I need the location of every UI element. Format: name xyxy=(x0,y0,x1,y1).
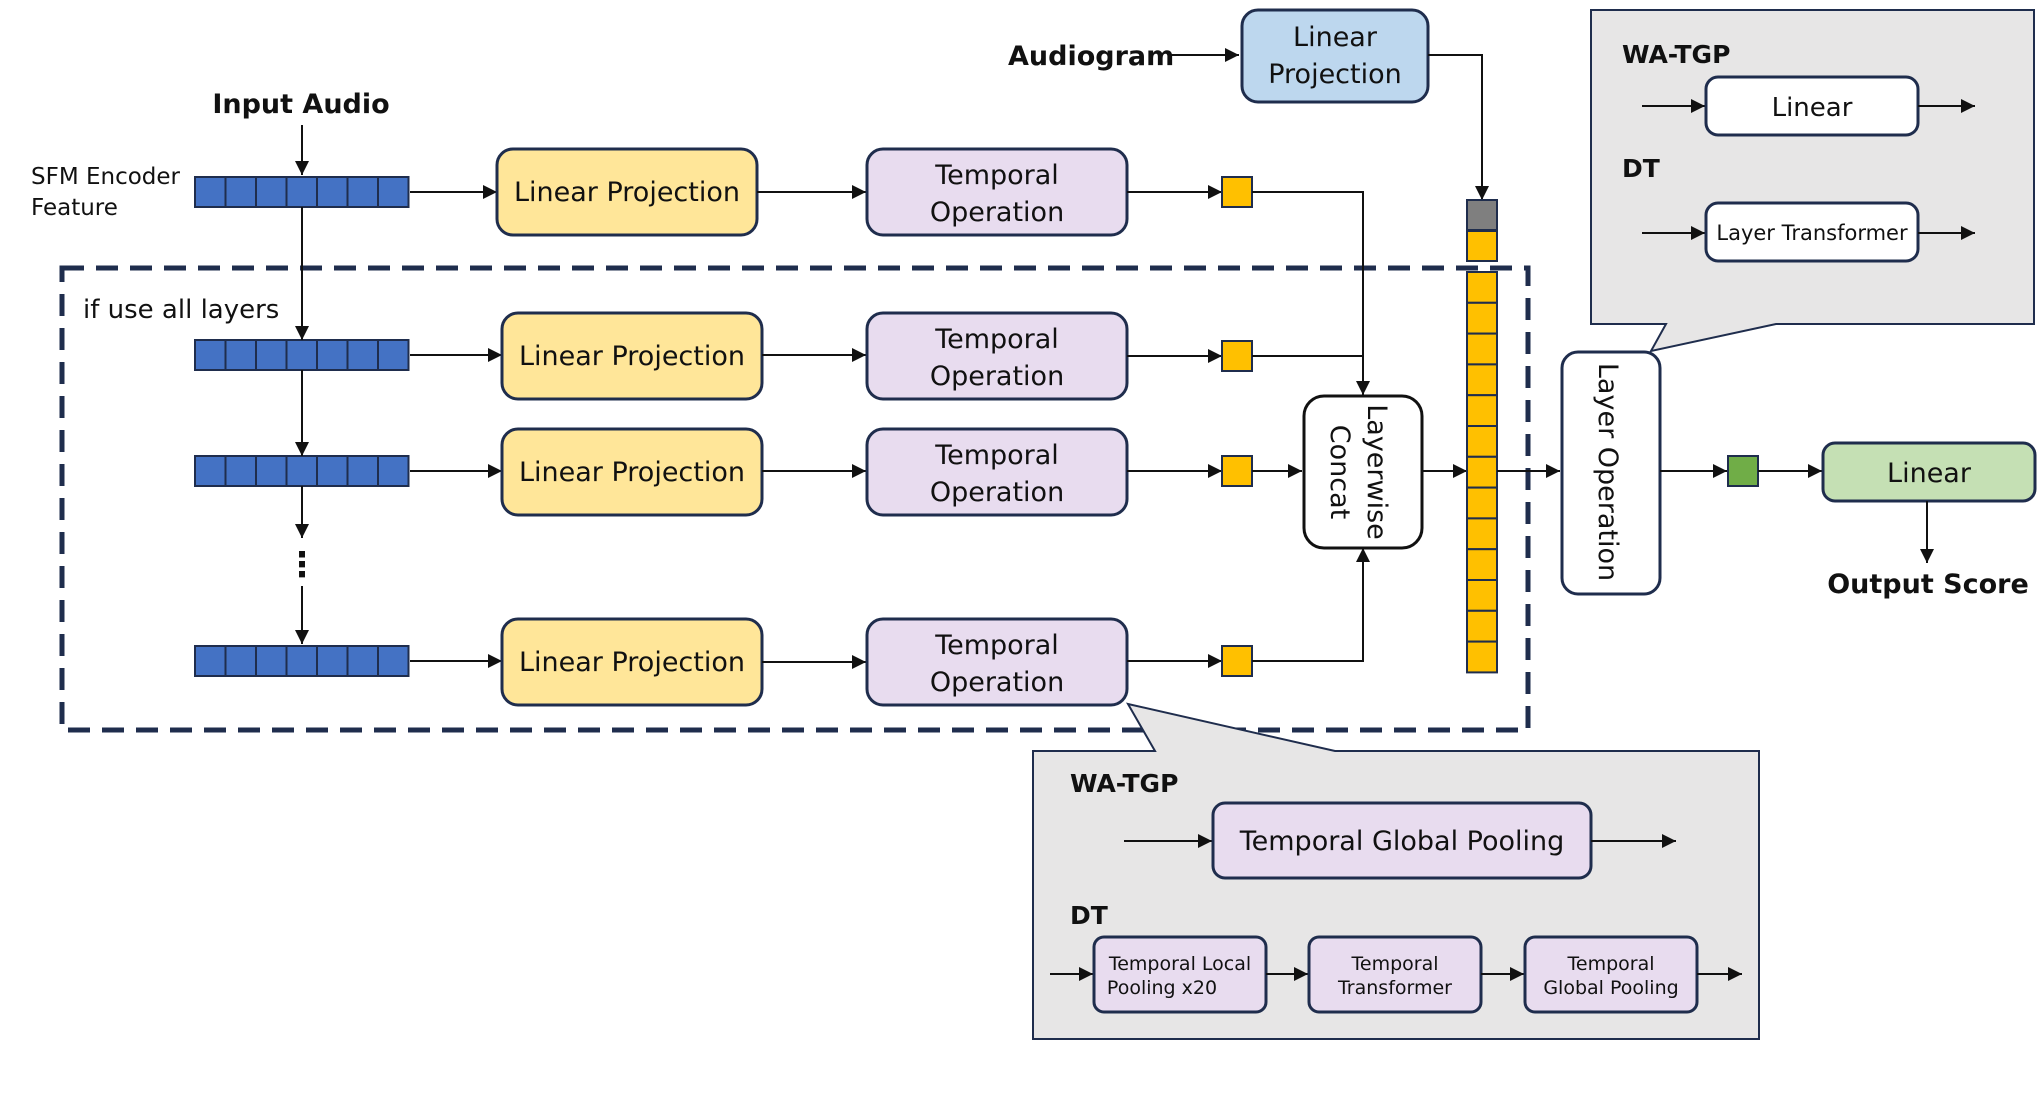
final-linear-label: Linear xyxy=(1887,458,1972,489)
linear-projection-label-3: Linear Projection xyxy=(519,457,745,488)
feature-bar-layer-1 xyxy=(194,176,410,208)
feature-cell xyxy=(316,176,349,208)
layer-callout-transformer-label: Layer Transformer xyxy=(1716,221,1908,245)
feature-cell xyxy=(377,339,410,371)
feature-cell xyxy=(377,455,410,487)
arrow-rn-to-concat xyxy=(1252,548,1370,662)
feature-cell xyxy=(194,645,227,677)
linear-projection-label-n: Linear Projection xyxy=(519,647,745,678)
sfm-encoder-label-line2: Feature xyxy=(31,195,118,221)
stack-token xyxy=(1466,425,1498,458)
feature-cell xyxy=(346,339,379,371)
temporal-local-pooling-label-b: Pooling x20 xyxy=(1107,977,1217,999)
stack-token xyxy=(1466,640,1498,674)
embedding-token-n xyxy=(1221,645,1253,677)
vertical-dots: ⋮ xyxy=(285,545,319,585)
temporal-operation-label-3b: Operation xyxy=(930,477,1064,508)
feature-cell xyxy=(224,645,257,677)
feature-bar-layer-3 xyxy=(194,455,410,487)
temporal-global-pooling-label-a: Temporal xyxy=(1567,953,1655,975)
stack-token xyxy=(1466,579,1498,612)
sfm-encoder-label-line1: SFM Encoder xyxy=(31,164,181,190)
feature-cell xyxy=(316,455,349,487)
stack-token xyxy=(1466,301,1498,335)
temporal-operation-label-2a: Temporal xyxy=(934,324,1059,355)
embedding-token-2 xyxy=(1221,340,1253,372)
feature-cell xyxy=(224,339,257,371)
embedding-token-1 xyxy=(1221,176,1253,208)
feature-cell xyxy=(194,339,227,371)
arrow-r1-to-concat xyxy=(1252,191,1370,395)
feature-cell xyxy=(346,455,379,487)
stack-token xyxy=(1466,548,1498,582)
feature-cell xyxy=(377,645,410,677)
temporal-callout-wa-tgp-title: WA-TGP xyxy=(1070,769,1178,798)
feature-cell xyxy=(255,176,288,208)
if-use-all-layers-label: if use all layers xyxy=(83,295,279,325)
feature-cell xyxy=(194,176,227,208)
layerwise-concat-label-b: Concat xyxy=(1324,425,1355,519)
layer-callout-dt-title: DT xyxy=(1622,154,1660,183)
layer-operation-block xyxy=(1560,350,1662,596)
feature-cell xyxy=(255,645,288,677)
temporal-transformer-label-b: Transformer xyxy=(1337,977,1452,999)
stack-token xyxy=(1466,394,1498,428)
feature-cell xyxy=(255,455,288,487)
feature-cell xyxy=(316,339,349,371)
temporal-local-pooling-label-a: Temporal Local xyxy=(1108,953,1251,975)
temporal-callout-tgp-label: Temporal Global Pooling xyxy=(1239,826,1565,857)
temporal-operation-label-1b: Operation xyxy=(930,197,1064,228)
layer-callout-linear-label: Linear xyxy=(1772,93,1853,123)
feature-cell xyxy=(346,645,379,677)
feature-cell xyxy=(285,455,318,487)
feature-cell xyxy=(194,455,227,487)
final-linear-block xyxy=(1821,441,2037,503)
feature-cell xyxy=(255,339,288,371)
temporal-operation-label-2b: Operation xyxy=(930,361,1064,392)
output-score-label: Output Score xyxy=(1827,569,2029,600)
input-audio-label: Input Audio xyxy=(212,89,389,120)
layer-callout-wa-tgp-title: WA-TGP xyxy=(1622,40,1730,69)
stack-token xyxy=(1466,455,1498,489)
feature-cell xyxy=(285,645,318,677)
temporal-operation-label-3a: Temporal xyxy=(934,440,1059,471)
stack-token xyxy=(1466,271,1498,304)
feature-cell xyxy=(346,176,379,208)
feature-cell xyxy=(285,339,318,371)
audiogram-label: Audiogram xyxy=(1008,41,1174,72)
stack-token xyxy=(1466,517,1498,551)
stack-token xyxy=(1466,230,1498,262)
stack-token xyxy=(1466,363,1498,397)
temporal-global-pooling-label-b: Global Pooling xyxy=(1543,977,1678,999)
all-layers-dashed-region xyxy=(59,265,1531,733)
audiogram-projection-label-b: Projection xyxy=(1268,59,1402,90)
feature-cell xyxy=(285,176,318,208)
layer-operation-label: Layer Operation xyxy=(1592,363,1623,581)
stack-token xyxy=(1466,332,1498,366)
linear-projection-label-2: Linear Projection xyxy=(519,341,745,372)
stack-token xyxy=(1466,486,1498,520)
audiogram-projection-label-a: Linear xyxy=(1293,22,1378,53)
stack-token xyxy=(1466,609,1498,643)
feature-bar-layer-n xyxy=(194,645,410,677)
feature-cell xyxy=(224,176,257,208)
embedding-token-3 xyxy=(1221,455,1253,487)
layer-op-callout xyxy=(1590,9,2035,353)
temporal-operation-label-nb: Operation xyxy=(930,667,1064,698)
feature-bar-layer-2 xyxy=(194,339,410,371)
feature-cell xyxy=(377,176,410,208)
audiogram-token xyxy=(1466,199,1498,231)
feature-cell xyxy=(316,645,349,677)
temporal-transformer-label-a: Temporal xyxy=(1351,953,1439,975)
layerwise-concat-label-a: Layerwise xyxy=(1361,404,1392,540)
feature-cell xyxy=(224,455,257,487)
token-stack xyxy=(1466,199,1498,674)
output-token xyxy=(1727,455,1759,487)
temporal-operation-label-na: Temporal xyxy=(934,630,1059,661)
arrow-audiogram-to-stack xyxy=(1428,54,1489,200)
temporal-callout-dt-title: DT xyxy=(1070,901,1108,930)
temporal-operation-label-1a: Temporal xyxy=(934,160,1059,191)
linear-projection-label-1: Linear Projection xyxy=(514,177,740,208)
